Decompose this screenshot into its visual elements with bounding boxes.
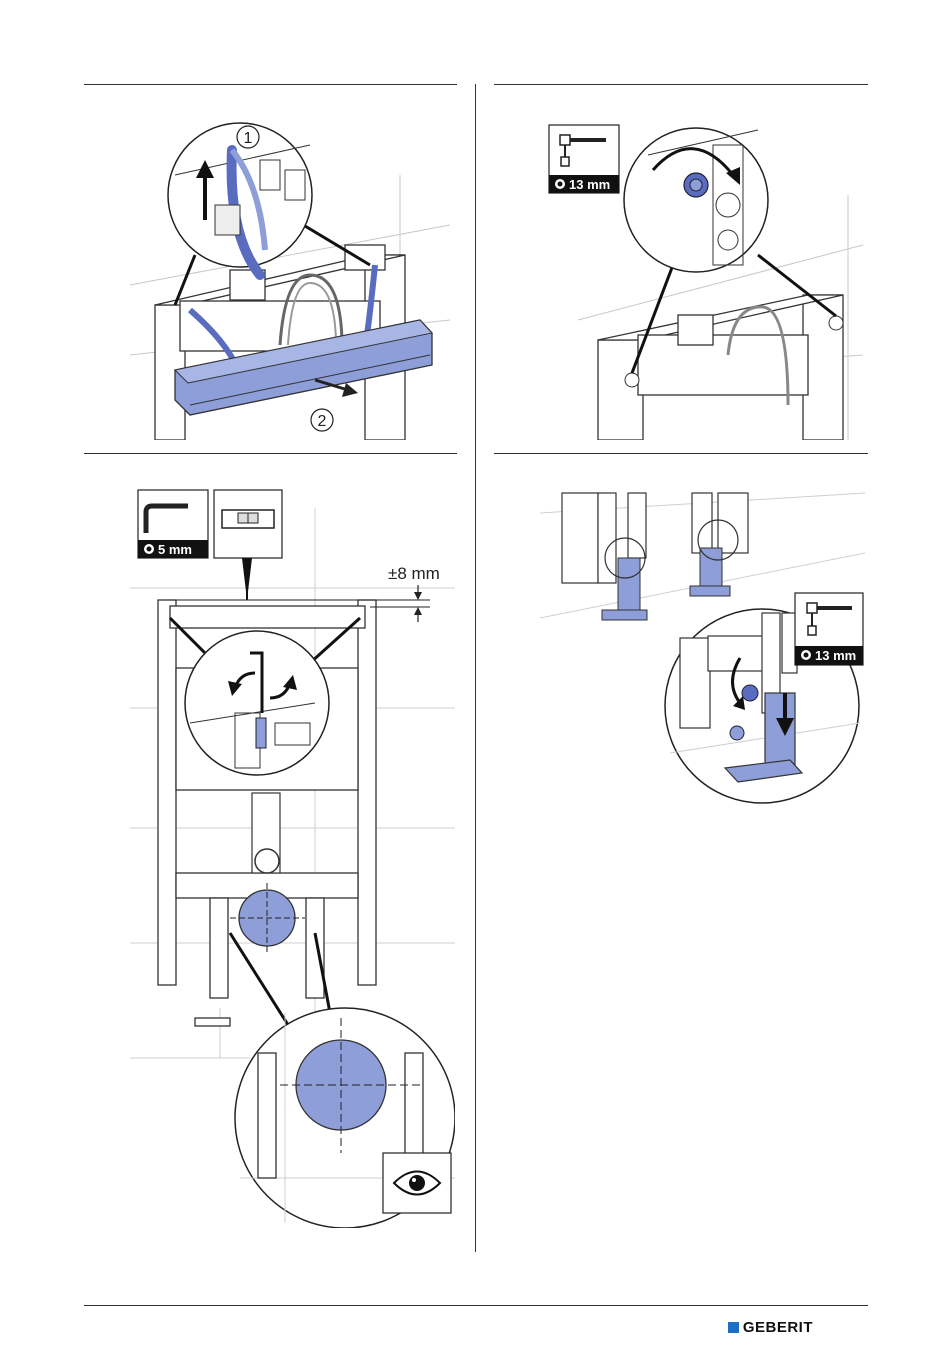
dimension-label: ±8 mm [388, 564, 440, 583]
middle-rule-right [494, 453, 868, 454]
spirit-level-icon [222, 510, 274, 528]
brand-logo: GEBERIT [728, 1319, 813, 1336]
step-4-illustration: 13 mm [540, 488, 865, 808]
column-divider [475, 84, 476, 1252]
tool-size-label: 5 mm [158, 542, 192, 557]
step-2-illustration: 13 mm [548, 115, 863, 440]
tool-size-label: 13 mm [815, 648, 856, 663]
callout-1: 1 [244, 130, 253, 147]
logo-square-icon [728, 1322, 739, 1333]
step-1-illustration: 1 2 [120, 115, 455, 440]
callout-2: 2 [318, 413, 327, 430]
middle-rule-left [84, 453, 457, 454]
footer-rule [84, 1305, 868, 1306]
step-3-illustration: 5 mm ±8 mm [130, 488, 455, 1228]
top-rule-right [494, 84, 868, 85]
tool-size-label: 13 mm [569, 177, 610, 192]
top-rule-left [84, 84, 457, 85]
logo-text: GEBERIT [743, 1319, 813, 1336]
